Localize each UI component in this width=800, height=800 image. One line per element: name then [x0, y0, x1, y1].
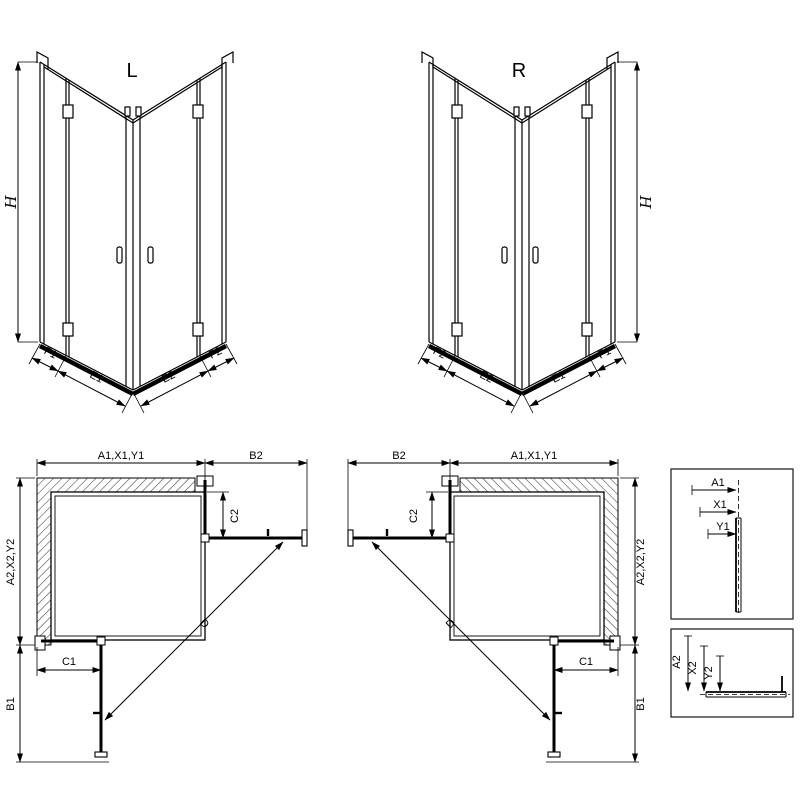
dim-label-e1-left: E1	[88, 369, 105, 386]
dim-label-c1-left: C1	[62, 656, 76, 668]
dim-label-f1-left: F1	[42, 345, 59, 362]
dim-label-a1x1y1-left: A1,X1,Y1	[98, 450, 144, 462]
dim-label-c2-left: C2	[229, 509, 241, 523]
dim-label-e2-left: E2	[160, 369, 177, 386]
cabin-iso-right-art	[422, 52, 618, 394]
profile-section-horizontal	[700, 676, 790, 698]
dim-label-b2-left: B2	[249, 450, 262, 462]
iso-view-left: L H F1 E1 E2 F2	[2, 45, 260, 420]
detail-dims-horizontal	[684, 635, 724, 692]
dim-label-c2-right: C2	[408, 509, 420, 523]
dim-label-a2x2y2-left: A2,X2,Y2	[5, 539, 17, 585]
dim-label-a2x2y2-right: A2,X2,Y2	[635, 539, 647, 585]
dim-label-b1-right: B1	[635, 697, 647, 710]
dim-label-height-left: H	[2, 195, 20, 210]
dim-label-height-right: H	[636, 194, 654, 209]
dim-label-b2-right: B2	[392, 450, 405, 462]
plan-view-left: A1,X1,Y1 B2 C2 A2,X2,Y2 C1 B1 D	[5, 450, 325, 780]
dim-label-b1-left: B1	[5, 697, 17, 710]
iso-view-right: R H F2 E2 E1 F1	[395, 45, 654, 420]
dim-label-a1x1y1-right: A1,X1,Y1	[511, 450, 557, 462]
profile-section-vertical	[735, 480, 742, 616]
plan-view-right: B2 A1,X1,Y1 C2 A2,X2,Y2 C1 B1 D	[330, 450, 647, 780]
dim-label-c1-right: C1	[579, 656, 593, 668]
dim-label-e2-right: E2	[478, 369, 495, 386]
dim-label-f2-left: F2	[207, 345, 224, 362]
variant-label-right: R	[512, 60, 526, 82]
dim-label-f2-right: F2	[431, 345, 448, 362]
dim-label-e1-right: E1	[550, 369, 567, 386]
detail-label-x1: X1	[713, 499, 726, 511]
variant-label-left: L	[126, 60, 137, 82]
detail-label-y2: Y2	[703, 666, 715, 679]
detail-label-a2: A2	[671, 655, 683, 668]
detail-label-a1: A1	[711, 477, 724, 489]
detail-box-profile-horizontal: A2 X2 Y2	[670, 628, 794, 718]
detail-dims-vertical	[691, 485, 737, 539]
cabin-plan-right-art	[348, 459, 639, 762]
detail-label-y1: Y1	[716, 521, 729, 533]
dim-label-f1-right: F1	[596, 345, 613, 362]
cabin-plan-left-art	[16, 459, 307, 762]
detail-box-profile-vertical: A1 X1 Y1	[670, 468, 794, 620]
detail-label-x2: X2	[687, 661, 699, 674]
cabin-iso-left-art	[37, 52, 233, 394]
